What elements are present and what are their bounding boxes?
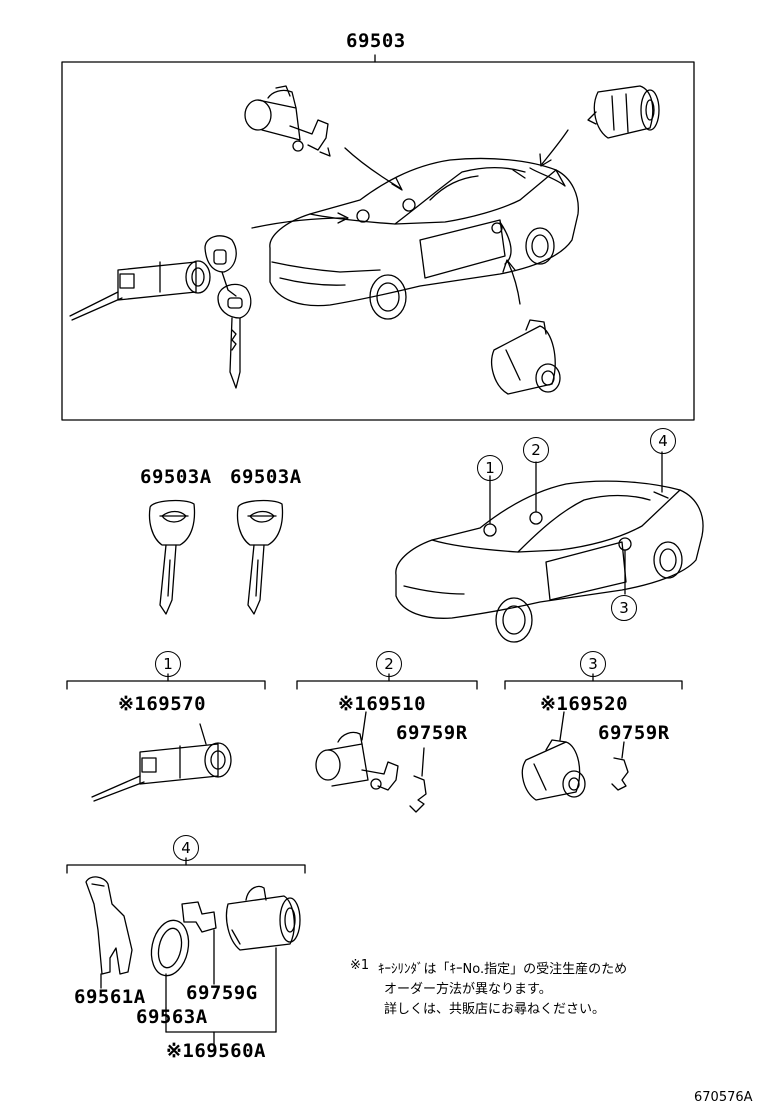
group-3-callout: 3	[580, 651, 606, 677]
main-assembly-frame	[62, 55, 694, 420]
note-line-3: 詳しくは、共販店にお尋ねください。	[384, 1002, 606, 1017]
group-1-callout: 1	[155, 651, 181, 677]
note-line-1: ｷｰｼﾘﾝﾀﾞは「ｷｰNo.指定」の受注生産のため	[378, 962, 628, 977]
group-4-assembly-leader	[166, 1008, 276, 1044]
group-1-part-69570: ※169570	[118, 693, 207, 715]
figure-code: 670576A	[694, 1090, 753, 1105]
group-3-part-69759R: 69759R	[598, 722, 670, 744]
group-4-bracket-plate-drawing	[86, 877, 132, 988]
note-line-2: オーダー方法が異なります。	[384, 982, 552, 997]
main-car-drawing	[252, 130, 578, 319]
key-right-part-number: 69503A	[230, 466, 302, 488]
group-2-callout: 2	[376, 651, 402, 677]
callout-4-car: 4	[650, 428, 676, 454]
trunk-lock-cylinder-drawing-top	[588, 86, 659, 138]
main-assembly-part-number: 69503	[346, 30, 406, 52]
key-left-drawing	[150, 501, 195, 614]
group-4-callout: 4	[173, 835, 199, 861]
key-right-drawing	[238, 501, 283, 614]
ignition-cylinder-drawing-top	[70, 261, 210, 320]
group-4-part-69560A: ※169560A	[166, 1040, 266, 1062]
group-2-part-69759R: 69759R	[396, 722, 468, 744]
callout-3-car: 3	[611, 595, 637, 621]
group-2-part-69510: ※169510	[338, 693, 427, 715]
group-4-part-69759G: 69759G	[186, 982, 258, 1004]
group-1-ignition-cylinder-drawing	[92, 724, 231, 801]
key-left-part-number: 69503A	[140, 466, 212, 488]
note-mark: ※1	[350, 958, 370, 973]
group-3-cylinder-drawing	[522, 712, 628, 800]
group-4-ring-drawing	[147, 917, 194, 1008]
group-4-part-69563A: 69563A	[136, 1006, 208, 1028]
callout-2-car: 2	[523, 437, 549, 463]
group-4-pin-drawing	[182, 902, 216, 984]
key-drawing-top	[205, 236, 251, 388]
group-4-trunk-cylinder-drawing	[227, 887, 301, 1033]
group-4-part-69561A: 69561A	[74, 986, 146, 1008]
group-2-cylinder-drawing	[316, 712, 426, 812]
callout-1-car: 1	[477, 455, 503, 481]
door-lock-cylinder-drawing-bottom	[492, 320, 560, 394]
reference-car-drawing	[396, 452, 703, 642]
group-3-part-69520: ※169520	[540, 693, 629, 715]
door-lock-cylinder-drawing-top	[245, 86, 330, 156]
